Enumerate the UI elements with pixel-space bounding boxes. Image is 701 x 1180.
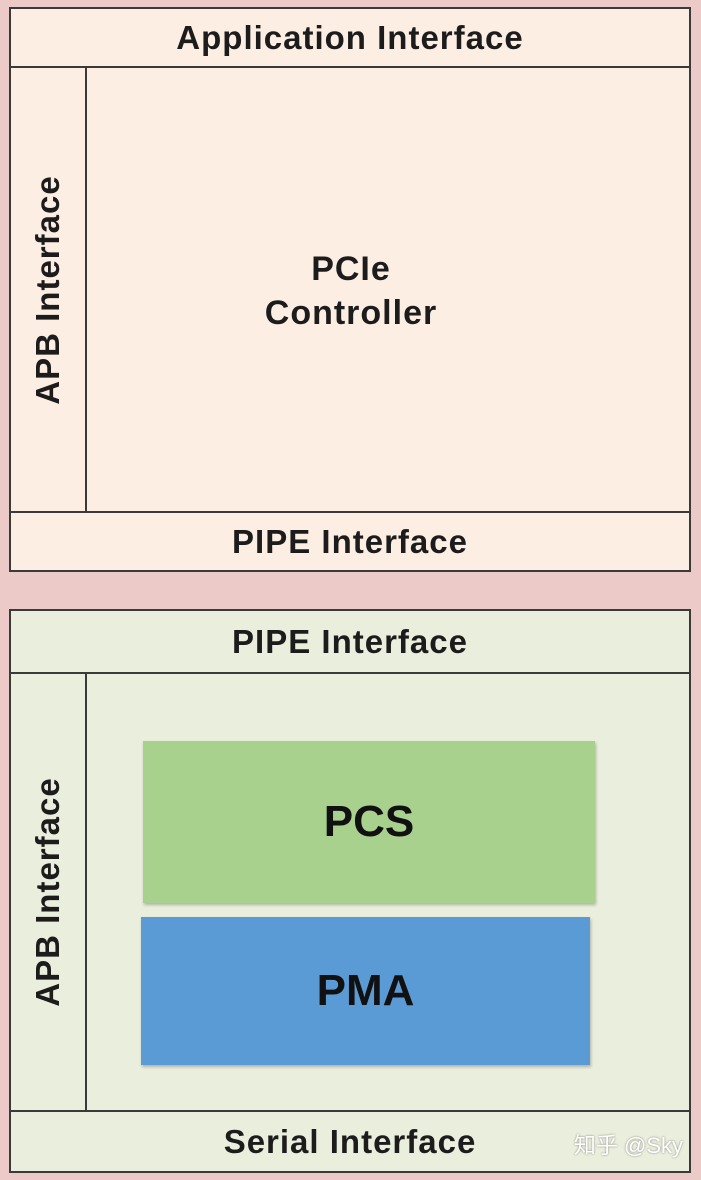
pcie-controller-label: PCIe Controller bbox=[241, 247, 461, 335]
controller-pipe-interface-band: PIPE Interface bbox=[11, 511, 689, 570]
controller-apb-interface-label: APB Interface bbox=[29, 174, 66, 405]
watermark: 知乎 @Sky bbox=[573, 1133, 683, 1158]
pcie-phy-block: PIPE Interface APB Interface PCS PMA Ser… bbox=[9, 609, 691, 1173]
phy-apb-interface-label: APB Interface bbox=[29, 777, 66, 1007]
application-interface-band: Application Interface bbox=[11, 9, 689, 68]
pcie-controller-label-line2: Controller bbox=[264, 294, 438, 332]
pma-box: PMA bbox=[141, 917, 590, 1065]
controller-apb-interface-band: APB Interface bbox=[11, 68, 87, 511]
phy-apb-interface-band: APB Interface bbox=[11, 674, 87, 1110]
serial-interface-band: Serial Interface bbox=[11, 1110, 689, 1171]
phy-pipe-interface-band: PIPE Interface bbox=[11, 611, 689, 674]
pcs-box: PCS bbox=[143, 741, 595, 903]
pcie-controller-block: Application Interface APB Interface PCIe… bbox=[9, 7, 691, 572]
pcie-controller-label-line1: PCIe bbox=[311, 250, 391, 288]
